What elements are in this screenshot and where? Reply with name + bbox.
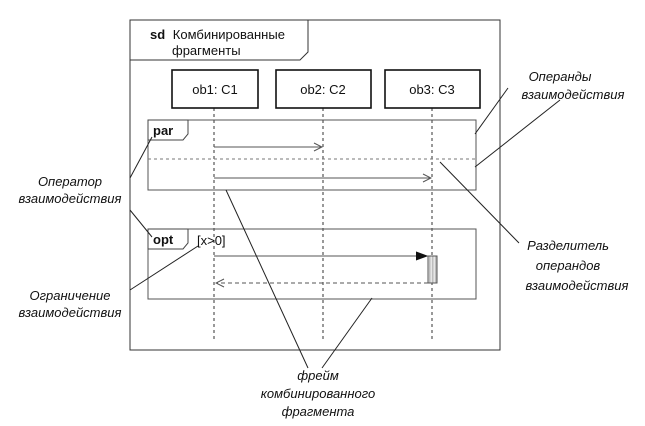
object-label-ob3: ob3: C3 <box>409 82 455 97</box>
annotation-frame-line2: комбинированного <box>261 386 375 401</box>
annotation-separator-line3: взаимодействия <box>526 278 629 293</box>
annotation-constraint-line2: взаимодействия <box>19 305 122 320</box>
callout-constraint <box>129 245 199 291</box>
callout-operator-opt <box>129 209 153 238</box>
object-label-ob1: ob1: C1 <box>192 82 238 97</box>
object-box-ob2 <box>275 69 372 109</box>
object-label-ob2: ob2: C2 <box>300 82 346 97</box>
sd-label-line1: sd Комбинированные <box>150 27 285 42</box>
guard-condition: [x>0] <box>197 233 226 248</box>
annotation-constraint-line1: Ограничение <box>30 288 111 303</box>
sd-keyword: sd <box>150 27 165 42</box>
object-box-ob3 <box>384 69 481 109</box>
par-operator-label: par <box>153 123 173 138</box>
annotation-operands-line1: Операнды <box>529 69 592 84</box>
callout-separator <box>439 161 520 244</box>
callout-frame-1 <box>225 189 309 369</box>
callout-operands-1 <box>474 87 509 135</box>
sd-title-line2: фрагменты <box>172 43 241 58</box>
callout-frame-2 <box>321 297 373 369</box>
opt-operator-label: opt <box>153 232 174 247</box>
activation-bar <box>427 255 438 284</box>
sd-frame-tab <box>130 20 309 61</box>
par-fragment <box>147 119 477 191</box>
annotation-operator-line1: Оператор <box>38 174 102 189</box>
annotation-operands-line2: взаимодействия <box>522 87 625 102</box>
annotation-separator-line1: Разделитель <box>527 238 609 253</box>
opt-fragment <box>147 228 477 300</box>
sd-title-line1: Комбинированные <box>173 27 285 42</box>
opt-tab <box>147 228 189 250</box>
callout-operands-2 <box>474 99 561 168</box>
annotation-operator-line2: взаимодействия <box>19 191 122 206</box>
annotation-separator-line2: операндов <box>536 258 601 273</box>
par-tab <box>147 119 189 141</box>
annotation-frame-line3: фрагмента <box>282 404 355 419</box>
sd-frame <box>129 19 501 351</box>
annotation-frame-line1: фрейм <box>297 368 339 383</box>
object-box-ob1 <box>171 69 259 109</box>
callout-operator-par <box>129 136 153 179</box>
